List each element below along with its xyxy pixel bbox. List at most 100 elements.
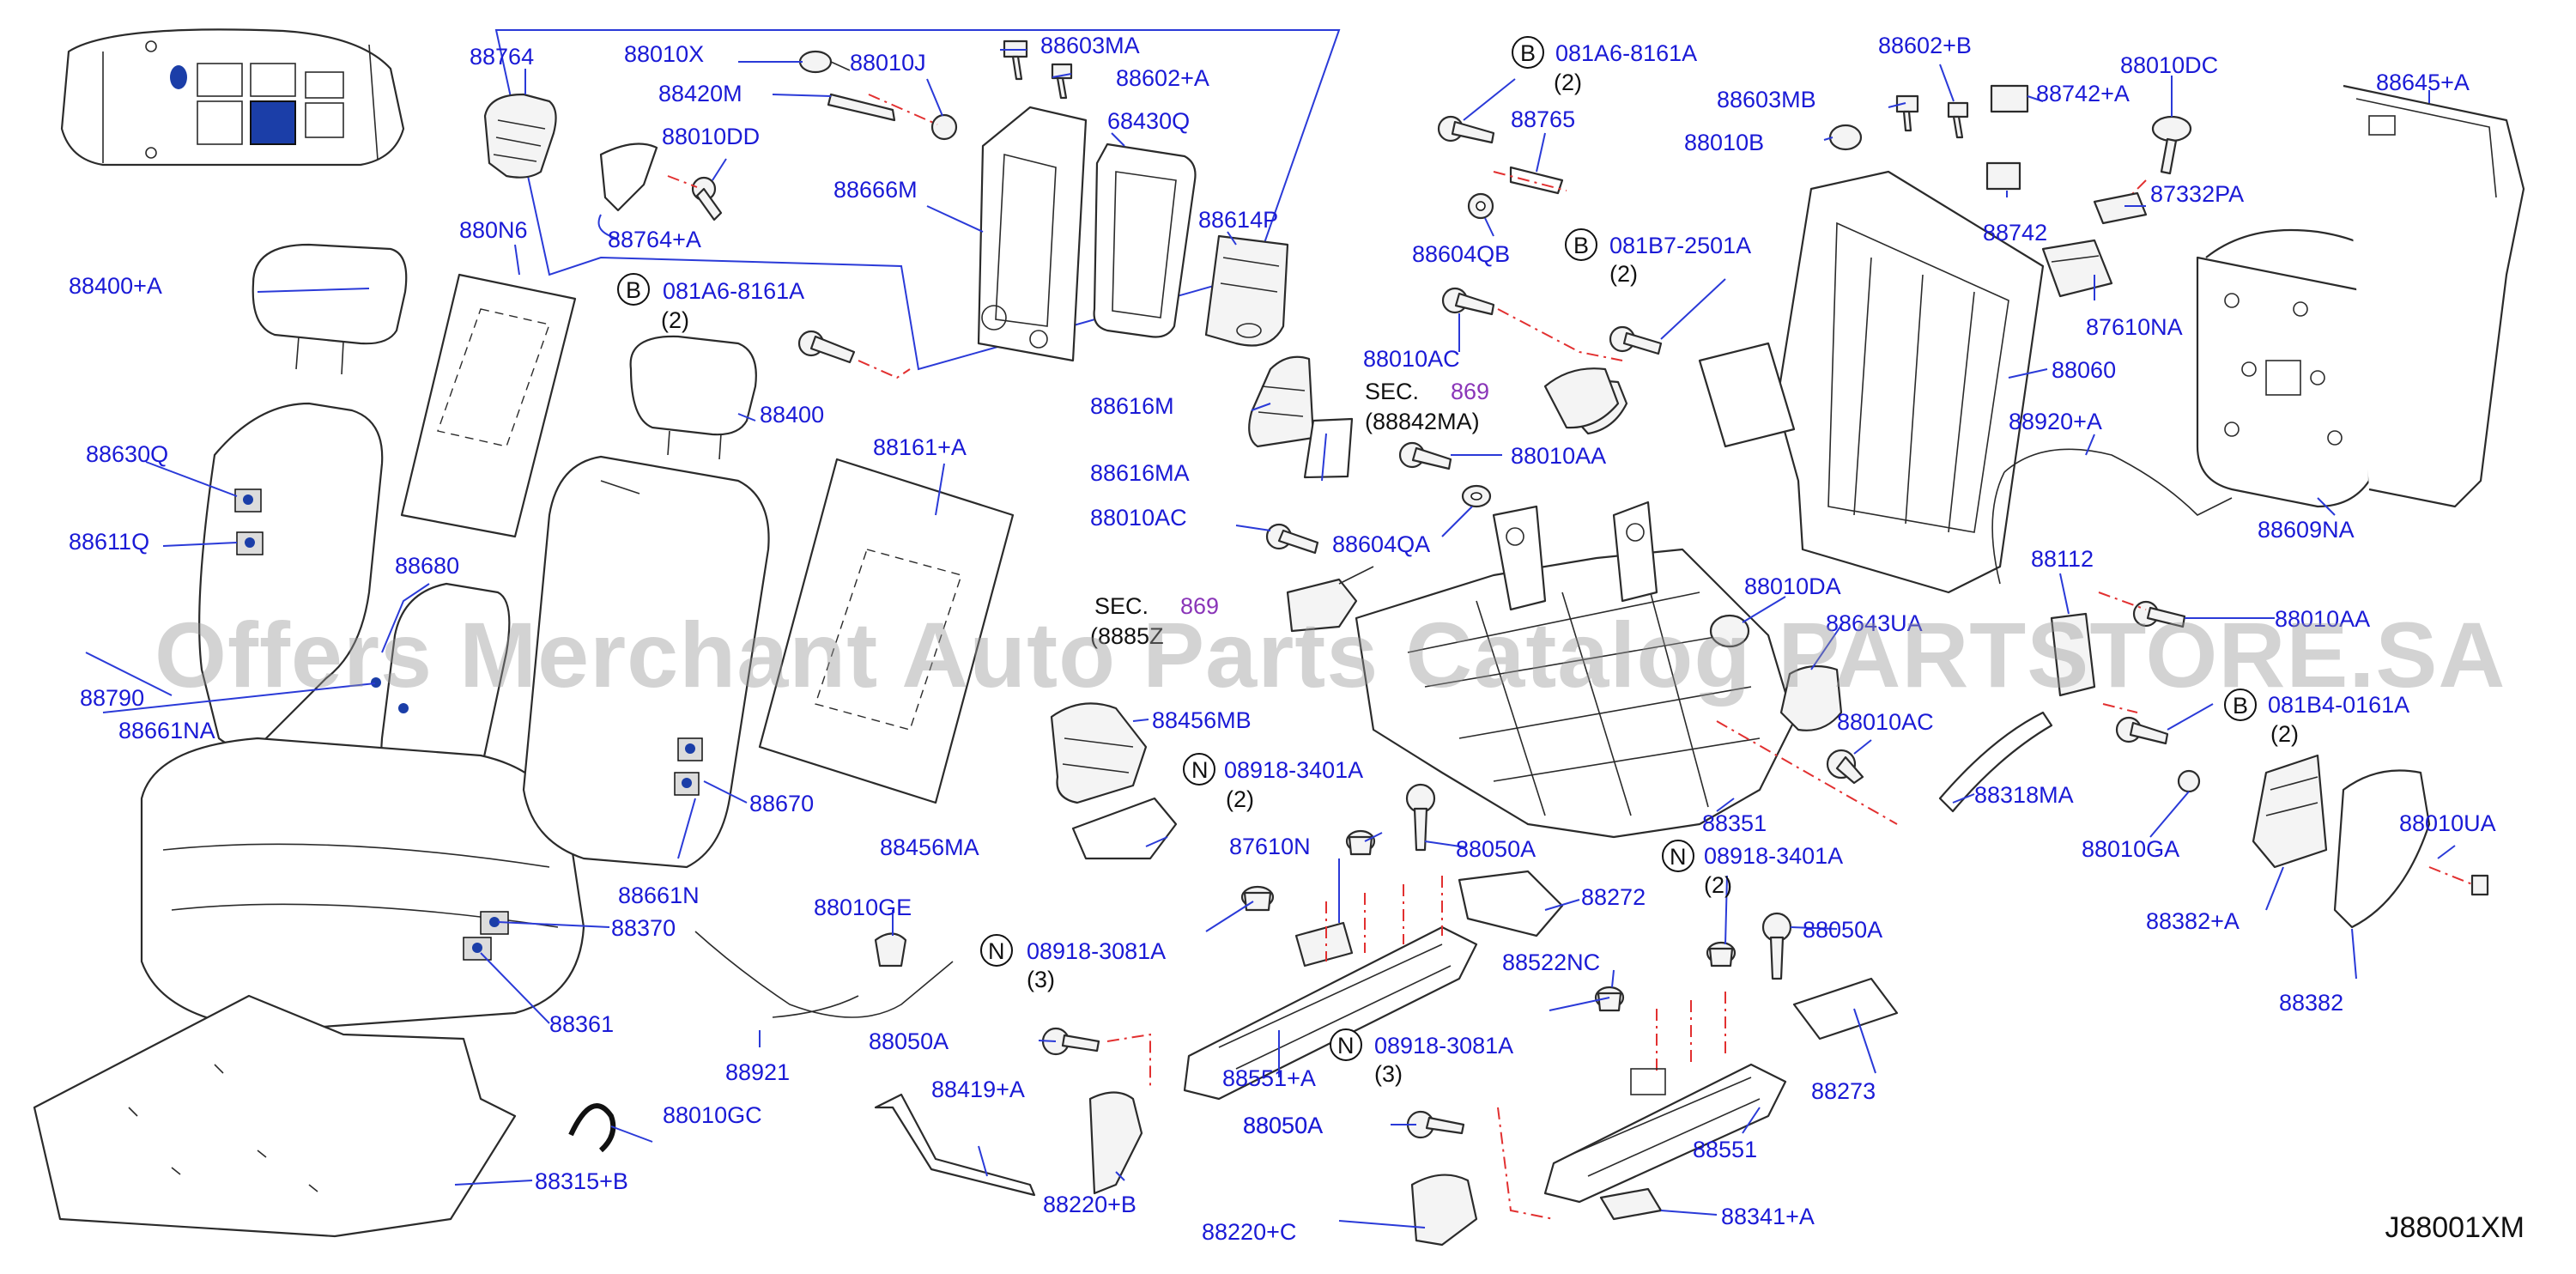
part-label: 88273 bbox=[1811, 1078, 1876, 1104]
part-label: 08918-3401A bbox=[1224, 757, 1363, 783]
strip-88318ma-shape bbox=[1938, 711, 2053, 813]
part-label: 88010GA bbox=[2082, 836, 2179, 862]
part-label: 08918-3081A bbox=[1027, 938, 1166, 964]
part-label: 88602+A bbox=[1116, 65, 1209, 91]
part-label: 88765 bbox=[1511, 106, 1575, 132]
leader-lines bbox=[85, 49, 2456, 1228]
part-label: 88614P bbox=[1198, 207, 1278, 233]
seat-back-cover-88790-shape bbox=[198, 402, 384, 749]
part-label: 88010AC bbox=[1363, 346, 1460, 372]
headrest-88400a-shape bbox=[252, 243, 408, 375]
seat-cushion-88661n-shape bbox=[140, 582, 585, 1032]
nut-08918-3401a-right-shape bbox=[1706, 941, 1737, 968]
part-label: 88602+B bbox=[1878, 33, 1972, 58]
bolt-88010dd-shape bbox=[667, 175, 723, 221]
bolt-88010ac-mid-shape bbox=[1441, 287, 1623, 361]
clip-88010gc-shape bbox=[568, 1103, 616, 1153]
part-label: 88661NA bbox=[118, 718, 215, 743]
marker-letter: B bbox=[2233, 693, 2248, 719]
part-label: 88645+A bbox=[2376, 70, 2470, 95]
part-label: 88050A bbox=[1456, 836, 1536, 862]
part-label: 88666M bbox=[833, 177, 918, 203]
seat-back-board-88161a-shape bbox=[758, 458, 1015, 804]
trim-88273-shape bbox=[1792, 977, 1899, 1040]
bolt-88050a-top-shape bbox=[1405, 783, 1436, 852]
seat-back-frame-88060-shape bbox=[1543, 170, 2045, 594]
marker-letter: N bbox=[1191, 757, 1209, 783]
bolt-88050a-right-shape bbox=[1761, 912, 1792, 980]
part-label: 88220+B bbox=[1043, 1192, 1136, 1217]
bolt-88010aa-mid-shape bbox=[1398, 441, 1452, 470]
nut-88522nc-shape bbox=[1594, 986, 1625, 1012]
part-label: 081B4-0161A bbox=[2268, 692, 2409, 718]
clip-88010j-shape bbox=[868, 94, 958, 141]
part-label: 88112 bbox=[2031, 546, 2094, 572]
cover-88616m-shape bbox=[1248, 355, 1315, 448]
section-ref-869-a: SEC. 869 (88842MA) bbox=[1365, 379, 1489, 434]
part-label: 88010DA bbox=[1744, 573, 1841, 599]
part-label: 88670 bbox=[749, 791, 814, 816]
bolt-081b7-shape bbox=[1609, 325, 1663, 355]
quantity-label: (2) bbox=[661, 307, 689, 333]
marker-n-1: N bbox=[1183, 753, 1215, 786]
bolt-88010ac-right-shape bbox=[1716, 720, 1898, 825]
part-label: 88010UA bbox=[2399, 810, 2496, 836]
rail-88551-shape bbox=[1543, 992, 1787, 1204]
part-labels: 88764 88010X 88420M 88010J 88603MA 88602… bbox=[69, 33, 2496, 1245]
quantity-label: (2) bbox=[1609, 261, 1638, 287]
part-label: 88609NA bbox=[2258, 517, 2355, 543]
part-label: 88921 bbox=[725, 1059, 790, 1085]
part-label: 88764+A bbox=[608, 227, 701, 252]
bolt-88010ac-left-shape bbox=[1265, 523, 1319, 555]
part-label: 08918-3081A bbox=[1374, 1033, 1513, 1059]
latch-87610n-shape bbox=[1294, 921, 1354, 968]
quantity-labels: (2) (2) (3) (2) (2) (2) (2) (3) bbox=[661, 70, 2299, 1087]
quantity-label: (3) bbox=[1374, 1061, 1403, 1087]
headrest-88400-shape bbox=[629, 335, 757, 460]
part-label: 88420M bbox=[658, 81, 742, 106]
latch-88112-shape bbox=[2050, 612, 2096, 697]
latch-87610na-shape bbox=[2041, 239, 2113, 298]
quantity-label: (2) bbox=[2270, 721, 2299, 747]
clip-88742-shape bbox=[1985, 161, 2021, 191]
part-label: 081A6-8161A bbox=[1555, 40, 1697, 66]
cover-88614p-shape bbox=[1204, 234, 1289, 347]
section-ref-sub: (88842MA) bbox=[1365, 409, 1480, 434]
washer-88604qb-shape bbox=[1467, 192, 1494, 220]
part-label: 88382+A bbox=[2146, 908, 2240, 934]
nut-08918-3401a-shape bbox=[1345, 829, 1376, 856]
marker-b-3: B bbox=[1565, 228, 1597, 261]
part-label: 88370 bbox=[611, 915, 676, 941]
part-label: 88010X bbox=[624, 41, 704, 67]
clip-88010ga-shape bbox=[2177, 769, 2201, 793]
part-label: 88161+A bbox=[873, 434, 967, 460]
part-label: 081B7-2501A bbox=[1609, 233, 1751, 258]
trim-88220b-shape bbox=[1088, 1091, 1143, 1195]
part-label: 88456MA bbox=[880, 834, 979, 860]
quantity-label: (2) bbox=[1704, 872, 1732, 898]
cover-88456mb-shape bbox=[1050, 702, 1148, 804]
part-label: 88603MB bbox=[1717, 87, 1816, 112]
part-label: 88604QB bbox=[1412, 241, 1510, 267]
knob-88010b-shape bbox=[1828, 124, 1863, 151]
marker-letter: N bbox=[1670, 844, 1687, 870]
part-label: 88456MB bbox=[1152, 707, 1252, 733]
bolt-88010aa-right-shape bbox=[2098, 592, 2186, 713]
bolt-88010dc-shape bbox=[2119, 115, 2192, 207]
marker-letter: N bbox=[1337, 1033, 1355, 1059]
part-label: 88220+C bbox=[1202, 1219, 1296, 1245]
part-label: 87610NA bbox=[2086, 314, 2183, 340]
part-label: 88551+A bbox=[1222, 1065, 1316, 1091]
part-label: 87332PA bbox=[2150, 181, 2244, 207]
latch-cover-88764-shape bbox=[483, 93, 557, 179]
part-label: 88010DC bbox=[2120, 52, 2218, 78]
pad-88643ua-shape bbox=[1779, 664, 1843, 731]
part-label: 88551 bbox=[1693, 1137, 1757, 1162]
part-label: 880N6 bbox=[459, 217, 528, 243]
part-label: 88010B bbox=[1684, 130, 1764, 155]
part-label: 88611Q bbox=[69, 529, 149, 555]
marker-n-3: N bbox=[1662, 840, 1694, 872]
strap-88420m-shape bbox=[827, 93, 896, 122]
part-label: 88616MA bbox=[1090, 460, 1190, 486]
